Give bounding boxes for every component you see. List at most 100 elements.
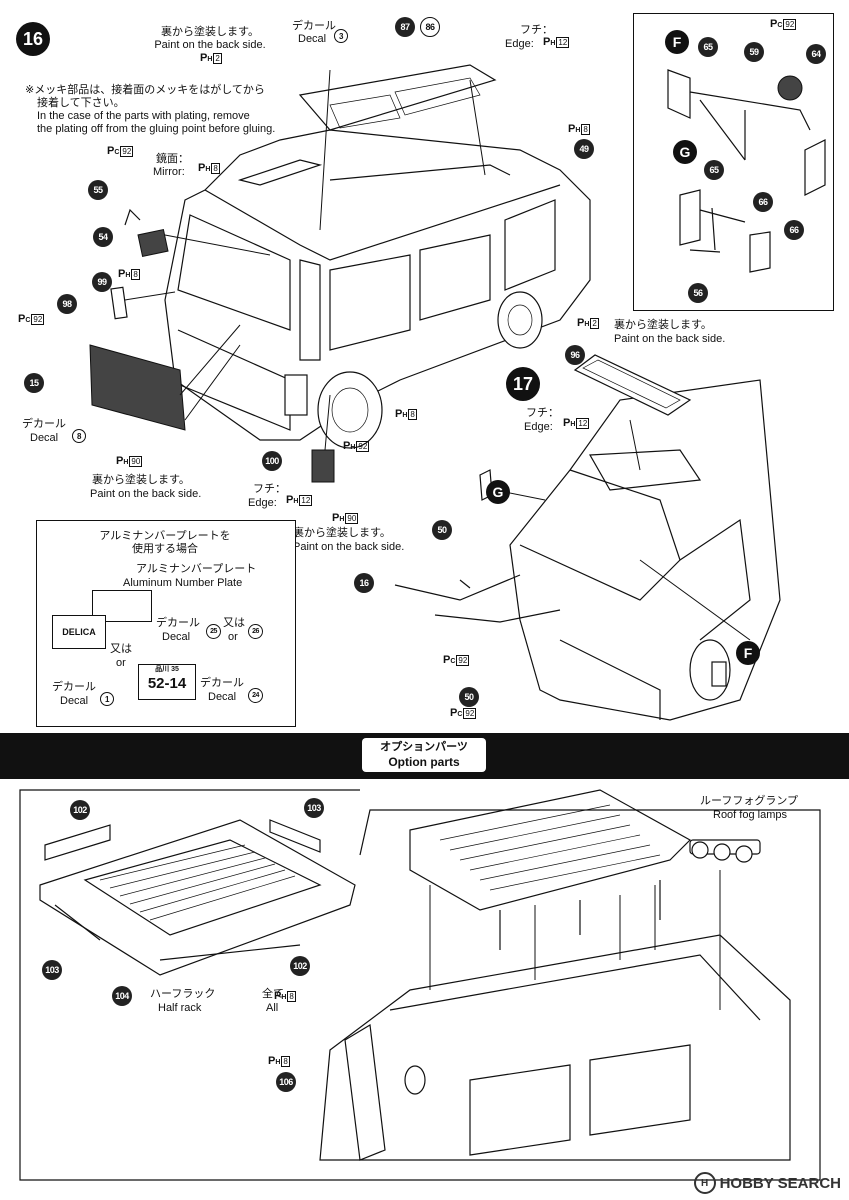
part-66-b: 66: [784, 220, 804, 240]
decal-8-marker: 8: [72, 429, 86, 443]
back90-en: Paint on the back side.: [90, 488, 202, 500]
edge12-en: Edge:: [248, 497, 277, 509]
step17-back-jp: 裏から塗装します。: [614, 319, 712, 331]
part-65-g: 65: [704, 160, 724, 180]
part-16: 16: [354, 573, 374, 593]
letter-f-badge-17: F: [736, 641, 760, 665]
option-title-jp: オプションパーツ: [380, 741, 468, 753]
all-en: All: [266, 1002, 279, 1014]
halfrack-en: Half rack: [158, 1002, 202, 1014]
part-59: 59: [744, 42, 764, 62]
decal3-jp: デカール: [292, 20, 336, 32]
decal-24-marker: 24: [248, 688, 263, 703]
letter-g-badge-17: G: [486, 480, 510, 504]
part-103-a: 103: [304, 798, 324, 818]
aluminum-plate-en: Aluminum Number Plate: [123, 577, 243, 589]
all-jp: 全て: [262, 988, 284, 1000]
part-56: 56: [688, 283, 708, 303]
fog-lamps-en: Roof fog lamps: [713, 809, 787, 821]
step17-edge-jp: フチ：: [526, 407, 559, 419]
decal1-en: Decal: [60, 695, 89, 707]
back90-jp: 裏から塗装します。: [92, 474, 190, 486]
decal-1-marker: 1: [100, 692, 114, 706]
decal25-en: Decal: [162, 631, 191, 643]
plate-number: 52-14: [147, 675, 187, 692]
part-15: 15: [24, 373, 44, 393]
step17-edge-en: Edge:: [524, 421, 553, 433]
part-66-a: 66: [753, 192, 773, 212]
part-86: 86: [420, 17, 440, 37]
part-50-b: 50: [459, 687, 479, 707]
van-rear-drawing: [164, 129, 591, 449]
letter-f-badge: F: [665, 30, 689, 54]
letter-g-badge: G: [673, 140, 697, 164]
decal8-en: Decal: [30, 432, 59, 444]
back-side-note-en: Paint on the back side.: [154, 39, 266, 51]
option-title: オプションパーツ Option parts: [362, 738, 486, 772]
or-jp-b: 又は: [110, 643, 132, 655]
decal-26-marker: 26: [248, 624, 263, 639]
edge12-jp: フチ：: [253, 483, 286, 495]
part-65-f: 65: [698, 37, 718, 57]
part-64: 64: [806, 44, 826, 64]
part-102-b: 102: [290, 956, 310, 976]
plating-note-en1: In the case of the parts with plating, r…: [37, 110, 250, 122]
part-55: 55: [88, 180, 108, 200]
decal24-en: Decal: [208, 691, 237, 703]
or-en-a: or: [228, 631, 238, 643]
hobby-search-watermark: H HOBBY SEARCH: [693, 1172, 841, 1194]
part-96: 96: [565, 345, 585, 365]
part-106: 106: [276, 1072, 296, 1092]
mirror-jp: 鏡面：: [156, 153, 189, 165]
step-17-badge: 17: [506, 367, 540, 401]
aluminum-title-jp2: 使用する場合: [132, 543, 198, 555]
part-49: 49: [574, 139, 594, 159]
decal25-jp: デカール: [156, 617, 200, 629]
plate-region: 品川 35: [155, 666, 179, 673]
part-103-b: 103: [42, 960, 62, 980]
part-102-a: 102: [70, 800, 90, 820]
back90b-en: Paint on the back side.: [293, 541, 405, 553]
part-54: 54: [93, 227, 113, 247]
decal3-en: Decal: [298, 33, 327, 45]
step17-back-en: Paint on the back side.: [614, 333, 726, 345]
aluminum-title-jp1: アルミナンバープレートを: [99, 530, 231, 542]
fog-lamps-drawing: [689, 839, 761, 863]
part-50-a: 50: [432, 520, 452, 540]
hobby-search-text: HOBBY SEARCH: [719, 1174, 841, 1192]
back90b-jp: 裏から塗装します。: [293, 527, 391, 539]
part-99: 99: [92, 272, 112, 292]
halfrack-jp: ハーフラック: [150, 988, 216, 1000]
part-98: 98: [57, 294, 77, 314]
aluminum-plate-jp: アルミナンバープレート: [136, 563, 257, 575]
roof-window-part: [298, 64, 497, 131]
part-104: 104: [112, 986, 132, 1006]
van-front-drawing: [479, 379, 781, 721]
fg-panel-frame: [633, 13, 834, 311]
mirror-en: Mirror:: [153, 166, 185, 178]
mirror-subassembly-panel: [667, 69, 826, 273]
plating-note-en2: the plating off from the gluing point be…: [37, 123, 276, 135]
decal-25-marker: 25: [206, 624, 221, 639]
plating-note-jp2: 接着して下さい。: [37, 97, 125, 109]
number-plate: 品川 35 52-14: [138, 664, 196, 700]
or-jp-a: 又は: [223, 617, 245, 629]
decal1-jp: デカール: [52, 681, 96, 693]
half-rack-drawing: [39, 819, 356, 976]
part-100: 100: [262, 451, 282, 471]
